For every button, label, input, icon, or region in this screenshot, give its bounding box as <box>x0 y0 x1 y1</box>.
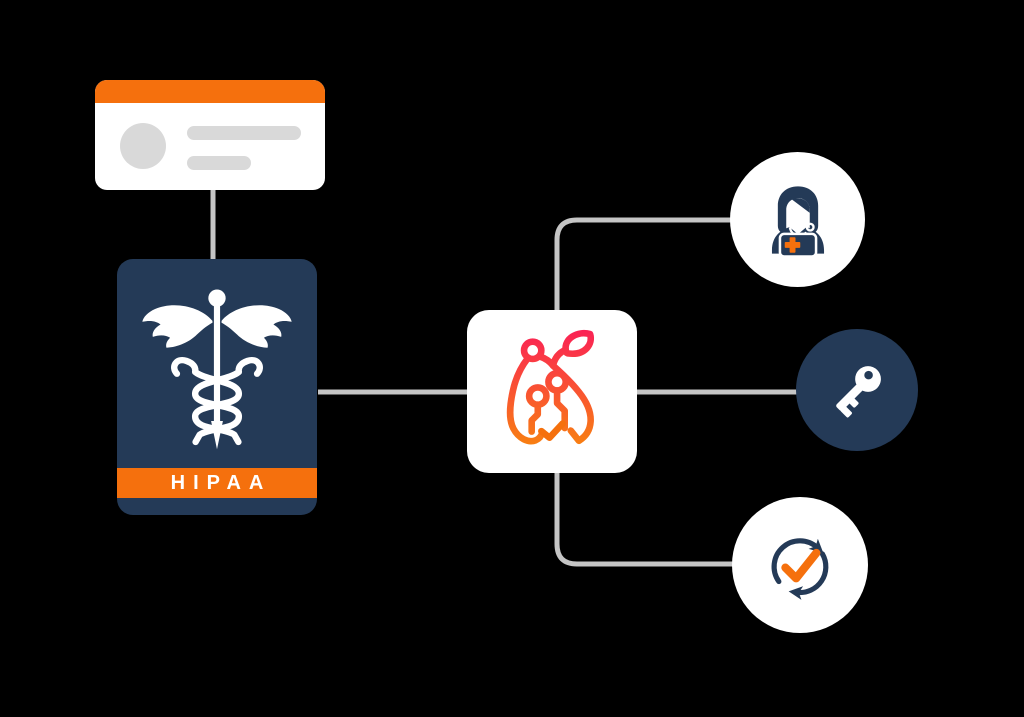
center-logo-card <box>467 310 637 473</box>
text-placeholder-short <box>187 156 251 170</box>
hipaa-band: HIPAA <box>117 468 317 498</box>
key-node-circle <box>796 329 918 451</box>
hipaa-label: HIPAA <box>170 471 272 494</box>
pear-circuit-logo-icon <box>506 329 595 444</box>
medical-cross-icon <box>784 236 800 253</box>
hipaa-badge: HIPAA <box>117 259 317 515</box>
caduceus-icon <box>142 289 292 450</box>
connector-logo-to-doctor <box>554 217 735 316</box>
sync-check-icon <box>771 538 829 600</box>
text-placeholder-long <box>187 126 301 140</box>
sync-node-circle <box>732 497 868 633</box>
doctor-node-circle <box>730 152 865 287</box>
sync-check-mark <box>781 548 821 583</box>
connector-logo-to-sync <box>554 468 735 567</box>
browser-header-bar <box>95 80 325 103</box>
doctor-icon <box>771 185 824 258</box>
avatar-placeholder-circle <box>120 123 166 169</box>
logo-check-icon <box>538 419 566 441</box>
browser-window-card <box>95 80 325 190</box>
key-icon <box>836 366 881 418</box>
